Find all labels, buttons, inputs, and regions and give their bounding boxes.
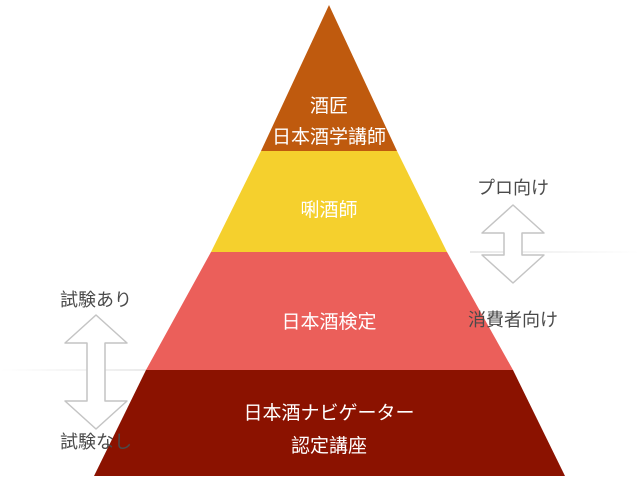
tier-3-shape bbox=[146, 252, 513, 370]
tier-1-label-line1: 酒匠 bbox=[310, 95, 348, 117]
right-top-label: プロ向け bbox=[477, 178, 549, 199]
tier-1-shape bbox=[261, 5, 397, 151]
tier-4-shape bbox=[94, 370, 565, 476]
right-double-arrow-icon bbox=[481, 204, 545, 284]
left-top-label: 試験あり bbox=[60, 290, 132, 311]
right-guide-line bbox=[470, 251, 640, 253]
tier-4-label-line1: 日本酒ナビゲーター bbox=[243, 402, 414, 424]
left-double-arrow-icon bbox=[64, 314, 128, 430]
right-bottom-label: 消費者向け bbox=[468, 310, 558, 331]
left-guide-line bbox=[0, 369, 165, 371]
tier-2-label: 唎酒師 bbox=[300, 199, 357, 221]
tier-3-label: 日本酒検定 bbox=[281, 311, 376, 333]
tier-1-label-line2: 日本酒学講師 bbox=[272, 126, 386, 148]
left-bottom-label: 試験なし bbox=[60, 432, 132, 453]
tier-2-shape bbox=[211, 151, 447, 252]
tier-4-label-line2: 認定講座 bbox=[291, 435, 367, 457]
